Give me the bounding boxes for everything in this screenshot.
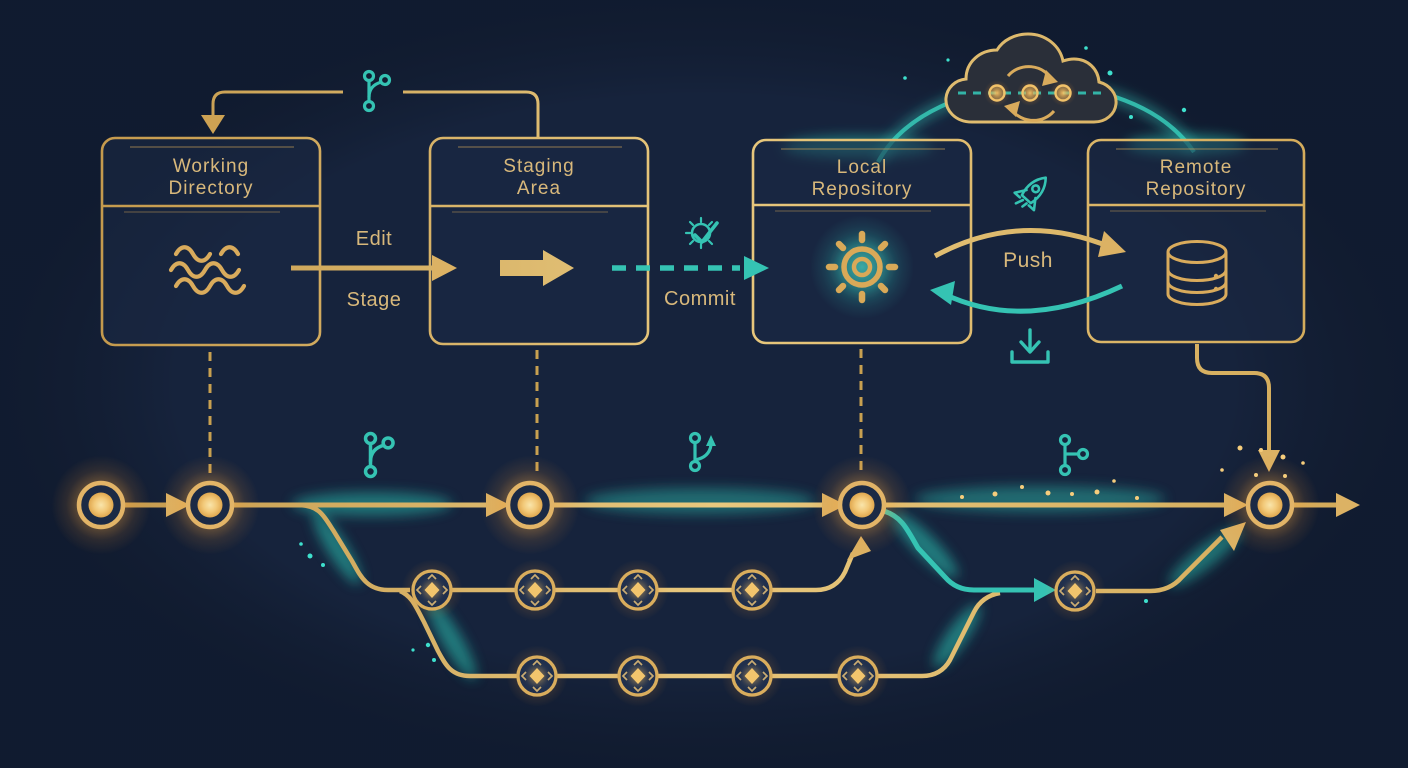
box-title: Repository [812, 179, 913, 200]
branch-commit-node [401, 559, 463, 621]
commit-node [1220, 455, 1320, 555]
box-staging-area: Staging Area [428, 136, 650, 346]
cloud-commit-dots [984, 80, 1076, 106]
database-icon [1166, 240, 1228, 306]
cloud-sync-icon [944, 32, 1118, 124]
down-arrowhead [201, 115, 225, 134]
edit-label: Edit [356, 228, 392, 250]
box-title: Staging [503, 156, 574, 177]
push-arrow [933, 228, 1126, 259]
waves-icon [168, 245, 247, 295]
stage-label: Stage [347, 289, 402, 311]
git-merge-icon [688, 431, 716, 473]
branch-commit-node [721, 559, 783, 621]
edit-stage-arrow [291, 255, 457, 281]
commit-node [51, 455, 151, 555]
branch-bracket [201, 90, 540, 137]
sync-arrows-icon [1004, 65, 1058, 122]
box-title: Directory [168, 178, 253, 199]
box-title: Area [517, 178, 561, 199]
box-title: Local [837, 157, 887, 178]
box-title: Repository [1146, 179, 1247, 200]
commit-node [812, 455, 912, 555]
gear-check-icon [684, 216, 719, 250]
branch-commit-node [607, 645, 669, 707]
drop-lines [208, 349, 863, 473]
rocket-icon [1013, 176, 1048, 212]
commit-node [480, 455, 580, 555]
download-tray-icon [1010, 328, 1050, 364]
pull-arrow [930, 281, 1124, 314]
box-title: Working [173, 156, 249, 177]
branch-commit-node [504, 559, 566, 621]
box-title: Remote [1160, 157, 1233, 178]
commit-arrow [612, 256, 769, 280]
box-remote-repository: Remote Repository [1086, 138, 1306, 344]
branch-commit-node [827, 645, 889, 707]
merge-commit-node [1044, 560, 1106, 622]
sparkles [299, 46, 1305, 662]
branch-commit-node [721, 645, 783, 707]
box-local-repository: Local Repository [751, 138, 973, 345]
commit-label: Commit [664, 288, 736, 310]
branch-commit-node [506, 645, 568, 707]
commit-node [160, 455, 260, 555]
box-working-directory: Working Directory [100, 136, 322, 347]
push-label: Push [1003, 249, 1053, 272]
gear-icon [825, 230, 899, 304]
arrow-right-icon [500, 250, 574, 286]
git-branch-right-icon [1058, 433, 1090, 477]
branch-commit-node [607, 559, 669, 621]
